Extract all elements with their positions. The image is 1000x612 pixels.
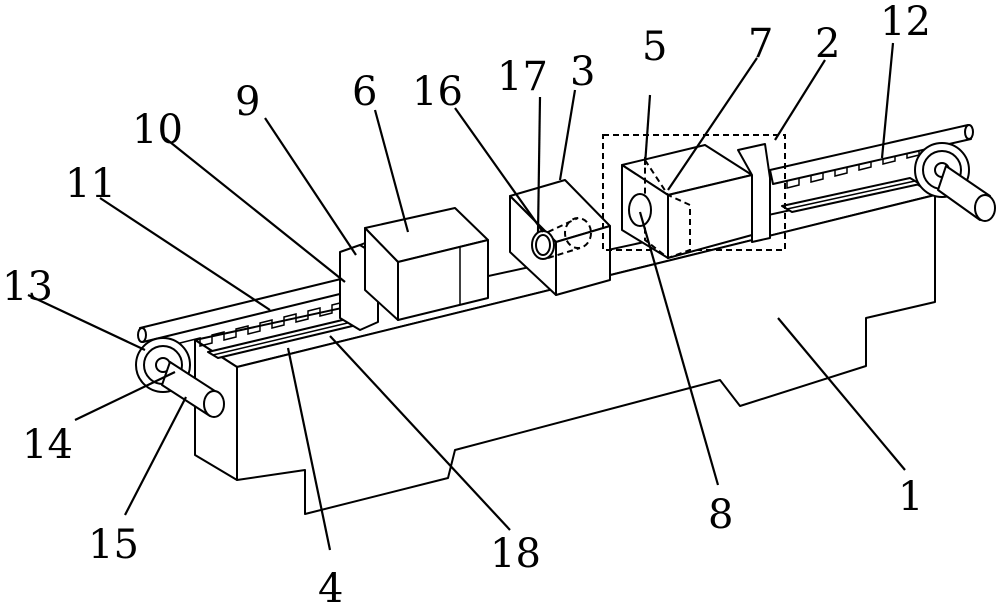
motor-side-face — [364, 227, 399, 321]
leader-9 — [264, 117, 357, 256]
leader-7 — [667, 57, 758, 191]
left-motor-assembly — [339, 207, 489, 331]
label-18: 18 — [490, 531, 541, 577]
leader-4 — [286, 347, 332, 551]
leader-lines — [27, 42, 906, 551]
leader-12 — [880, 42, 895, 159]
label-5: 5 — [642, 24, 667, 70]
reference-numerals: 1 2 3 4 5 6 7 8 9 10 11 12 13 14 15 16 1… — [2, 0, 931, 612]
left-shaft-end — [203, 390, 225, 418]
left-guide-groove — [212, 319, 361, 356]
label-3: 3 — [570, 49, 595, 95]
leader-14 — [74, 371, 176, 421]
carriage-back-plate — [737, 143, 771, 243]
label-1: 1 — [898, 474, 923, 520]
leader-3 — [558, 89, 577, 181]
leader-10 — [164, 137, 346, 283]
clamp-block — [509, 179, 611, 296]
long-rods — [137, 124, 974, 343]
leader-16 — [454, 107, 544, 233]
leader-18 — [329, 335, 511, 531]
label-8: 8 — [708, 492, 733, 538]
label-14: 14 — [22, 422, 73, 468]
leader-15 — [124, 396, 187, 516]
clamp-bore-inner — [535, 234, 551, 256]
leader-2 — [774, 59, 826, 141]
leader-13 — [27, 294, 146, 351]
hidden-clamp-jaw — [644, 156, 691, 260]
right-guide-groove — [786, 180, 916, 210]
leader-8 — [638, 211, 720, 486]
hidden-bore-bottom — [547, 247, 581, 259]
leader-1 — [777, 317, 906, 471]
label-4: 4 — [318, 566, 343, 612]
label-16: 16 — [412, 69, 463, 115]
label-12: 12 — [880, 0, 931, 45]
label-7: 7 — [748, 21, 773, 67]
label-9: 9 — [235, 79, 260, 125]
hidden-bore-top — [547, 217, 579, 233]
leader-5 — [643, 94, 652, 166]
left-rod-end — [137, 327, 147, 343]
label-17: 17 — [497, 54, 548, 100]
label-13: 13 — [2, 264, 53, 310]
label-2: 2 — [815, 21, 840, 67]
leader-6 — [373, 109, 410, 233]
detail-box — [602, 134, 786, 251]
right-shaft-end — [974, 194, 996, 222]
left-gear-assembly — [135, 337, 225, 418]
carriage-bore — [628, 193, 652, 227]
label-6: 6 — [352, 69, 377, 115]
label-11: 11 — [65, 161, 116, 207]
label-10: 10 — [132, 107, 183, 153]
right-rod-end — [964, 124, 974, 140]
leader-17 — [536, 96, 542, 234]
bed-front-face — [236, 194, 936, 515]
left-rack-teeth — [159, 301, 345, 349]
leader-11 — [99, 197, 271, 311]
label-15: 15 — [88, 522, 139, 568]
right-gear-assembly — [914, 142, 996, 222]
right-carriage — [602, 134, 786, 260]
